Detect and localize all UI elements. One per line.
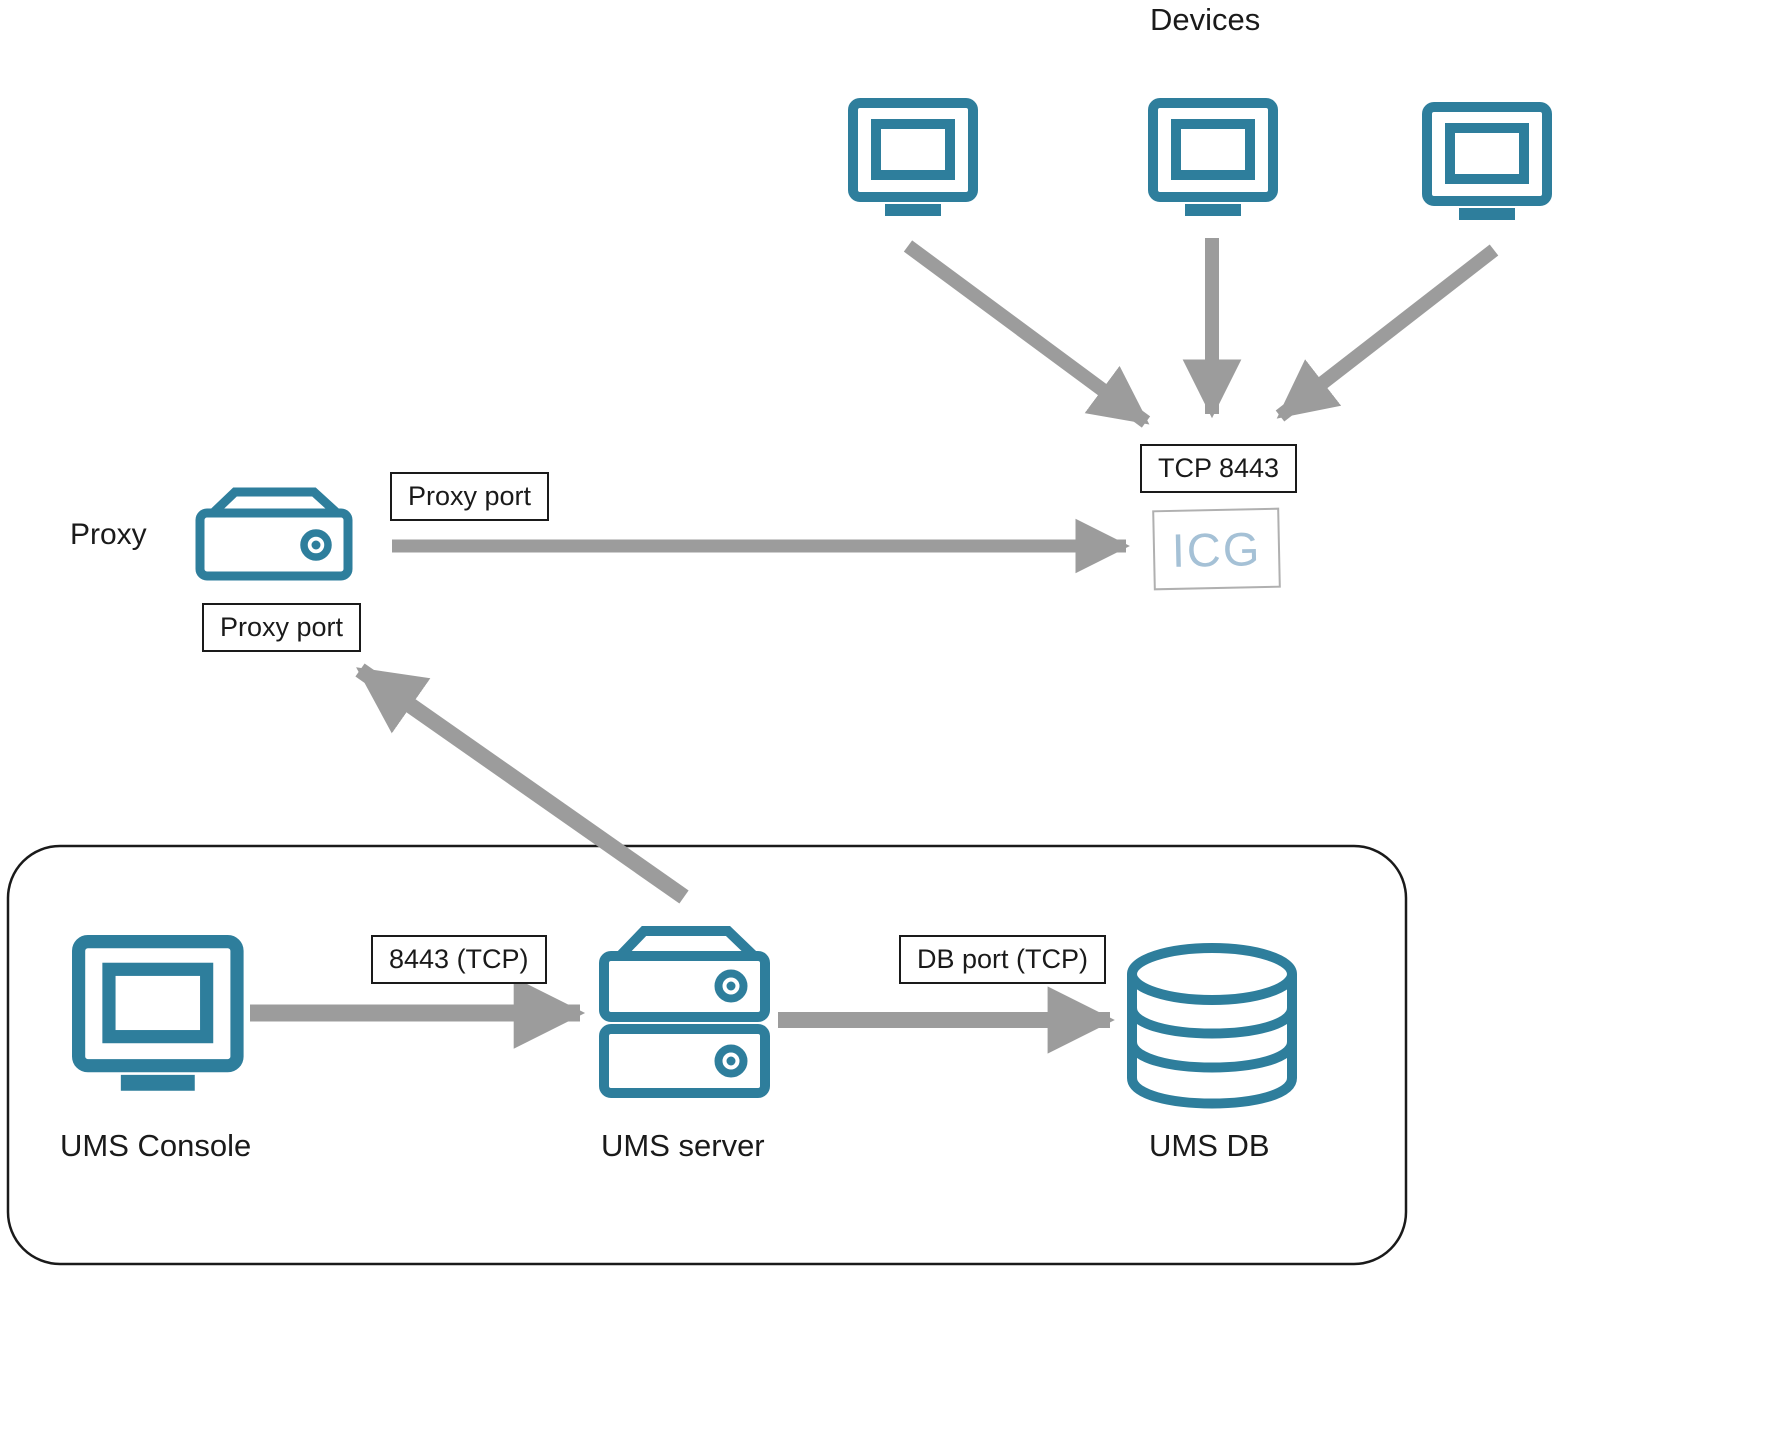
connection-arrows bbox=[250, 238, 1499, 1054]
proxy-port-box-lower: Proxy port bbox=[202, 603, 362, 652]
proxy-label: Proxy bbox=[70, 518, 147, 551]
ums-console-label: UMS Console bbox=[60, 1128, 252, 1163]
ums-group-outline bbox=[6, 844, 1408, 1266]
ums-server-label: UMS server bbox=[601, 1128, 765, 1163]
arrow-device-1-to-icg bbox=[903, 240, 1151, 428]
proxy-port-box-upper: Proxy port bbox=[390, 472, 550, 521]
ums-server-icon bbox=[599, 926, 770, 1098]
ums-db-label: UMS DB bbox=[1149, 1128, 1270, 1163]
icg-node: ICG bbox=[1152, 507, 1281, 591]
ums-database-icon bbox=[1127, 943, 1297, 1109]
device-monitor-icon-1 bbox=[853, 103, 973, 210]
devices-label: Devices bbox=[1150, 2, 1261, 37]
db-port-tcp-box: DB port (TCP) bbox=[899, 935, 1107, 984]
ums-console-monitor-icon bbox=[79, 942, 237, 1083]
icg-label: ICG bbox=[1171, 521, 1262, 577]
device-monitor-icon-2 bbox=[1153, 103, 1273, 210]
arrow-ums-server-to-proxy bbox=[355, 663, 689, 904]
arrow-device-3-to-icg bbox=[1275, 244, 1499, 422]
device-monitor-icon-3 bbox=[1427, 107, 1547, 214]
port-8443-tcp-box: 8443 (TCP) bbox=[371, 935, 547, 984]
proxy-server-icon bbox=[195, 487, 353, 581]
tcp-8443-port-box: TCP 8443 bbox=[1140, 444, 1298, 493]
